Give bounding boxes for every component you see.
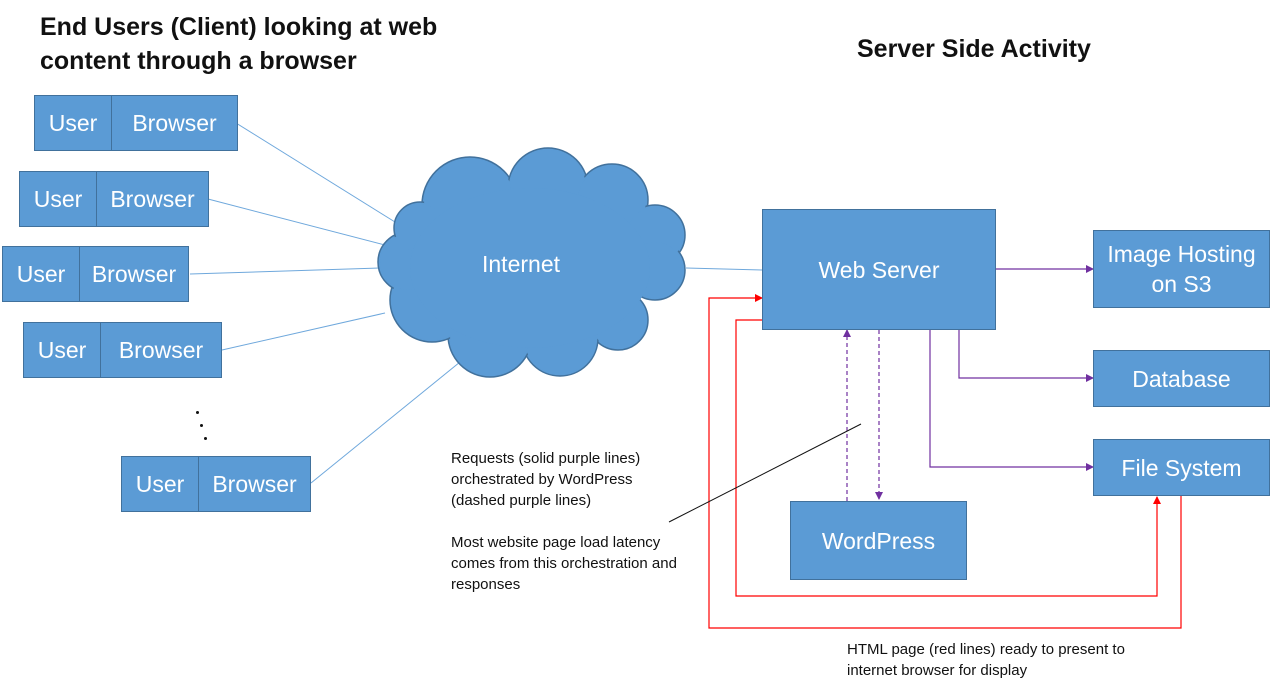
client-link-3 xyxy=(189,267,381,275)
html-note: HTML page (red lines) ready to present t… xyxy=(847,641,1125,679)
database-box: Database xyxy=(1093,350,1270,407)
client-link-4 xyxy=(221,312,386,351)
ellipsis-dot xyxy=(204,437,207,440)
user-box: User xyxy=(121,456,199,512)
html-response-link-inner xyxy=(735,319,1161,597)
annotation-pointer xyxy=(668,423,862,523)
user-box: User xyxy=(34,95,112,151)
requests-note: Requests (solid purple lines) orchestrat… xyxy=(451,450,641,509)
user-box: User xyxy=(2,246,80,302)
client-row-5: User Browser xyxy=(121,456,311,512)
browser-box: Browser xyxy=(80,246,189,302)
client-row-3: User Browser xyxy=(2,246,189,302)
image-hosting-box: Image Hosting on S3 xyxy=(1093,230,1270,308)
client-link-2 xyxy=(207,198,386,246)
latency-note: Most website page load latency comes fro… xyxy=(451,534,677,593)
clients-title: End Users (Client) looking at web conten… xyxy=(40,13,438,75)
browser-box: Browser xyxy=(97,171,209,227)
database-link xyxy=(955,323,1094,382)
client-row-2: User Browser xyxy=(19,171,209,227)
internet-webserver-link xyxy=(685,267,763,271)
ellipsis-dot xyxy=(196,411,199,414)
client-link-1 xyxy=(235,122,396,223)
user-box: User xyxy=(23,322,101,378)
browser-box: Browser xyxy=(112,95,238,151)
client-row-4: User Browser xyxy=(23,322,222,378)
user-box: User xyxy=(19,171,97,227)
file-system-box: File System xyxy=(1093,439,1270,496)
file-system-link xyxy=(929,330,1094,471)
server-title: Server Side Activity xyxy=(857,35,1091,63)
browser-box: Browser xyxy=(199,456,311,512)
internet-label: Internet xyxy=(482,251,561,277)
client-link-5 xyxy=(310,361,461,484)
browser-box: Browser xyxy=(101,322,222,378)
client-row-1: User Browser xyxy=(34,95,238,151)
ellipsis-dot xyxy=(200,424,203,427)
html-response-link-outer xyxy=(708,294,1182,629)
web-server-box: Web Server xyxy=(762,209,996,330)
wordpress-box: WordPress xyxy=(790,501,967,580)
